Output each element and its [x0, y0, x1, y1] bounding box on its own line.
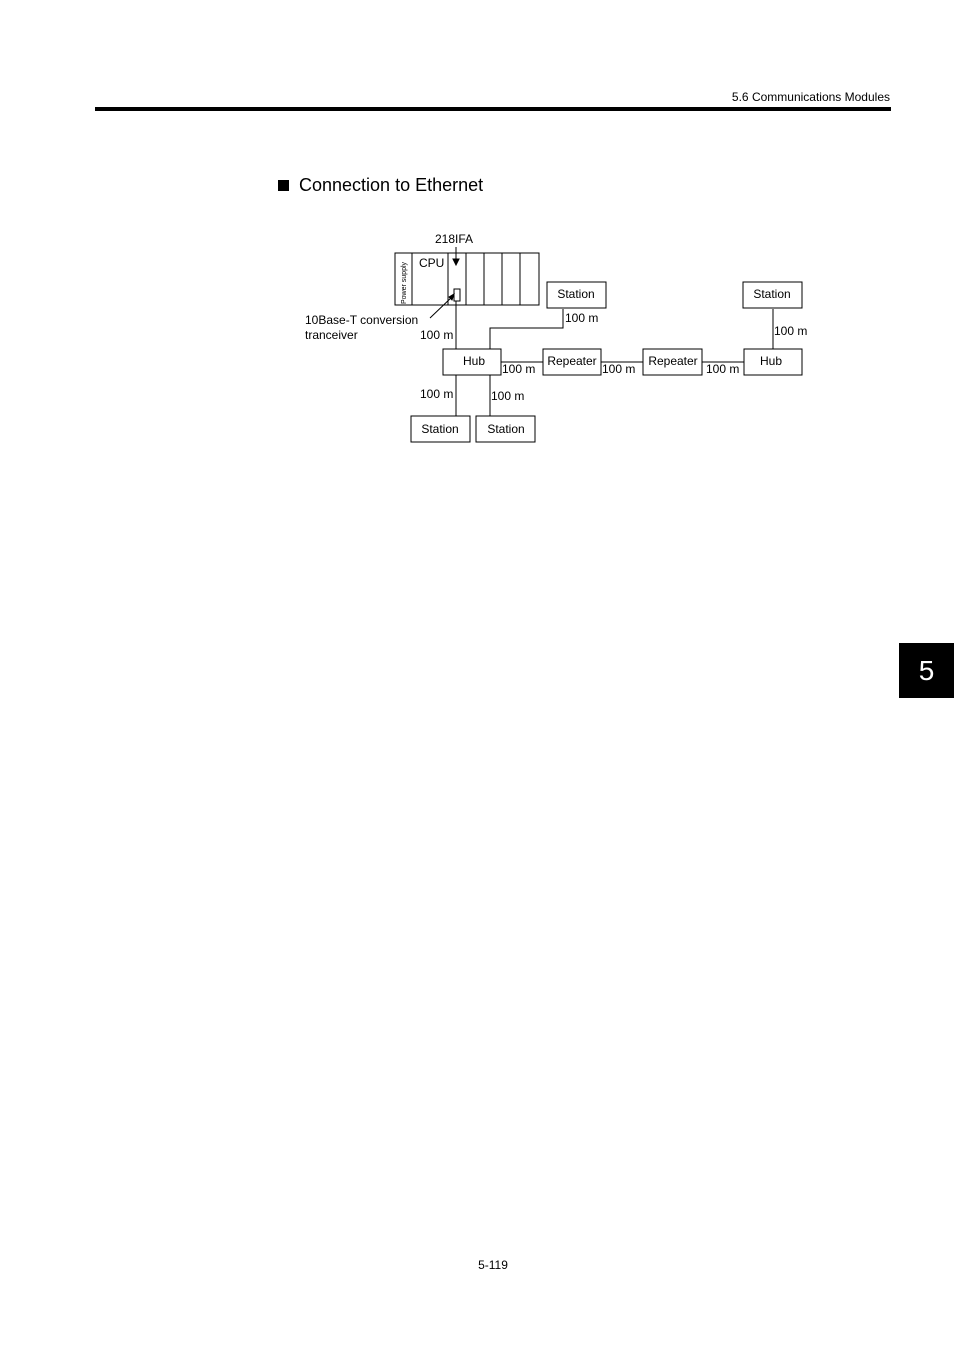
station-box: [475, 415, 536, 443]
distance-label: 100 m: [774, 324, 807, 338]
distance-label: 100 m: [420, 328, 453, 342]
plc-rack: [394, 252, 540, 306]
distance-label: 100 m: [706, 362, 739, 376]
power-supply-label: Power supply: [401, 261, 408, 304]
square-bullet-icon: [278, 180, 289, 191]
chapter-tab: 5: [899, 643, 954, 698]
station-box: [410, 415, 471, 443]
hub-label: Hub: [760, 354, 782, 368]
page-number: 5-119: [478, 1258, 508, 1272]
station-box: [742, 281, 803, 309]
distance-label: 100 m: [602, 362, 635, 376]
station-label: Station: [557, 287, 594, 301]
hub-label: Hub: [463, 354, 485, 368]
hub-box: [743, 348, 803, 376]
distance-label: 100 m: [502, 362, 535, 376]
section-title: Connection to Ethernet: [299, 175, 484, 195]
station-label: Station: [487, 422, 524, 436]
hub-box: [442, 348, 502, 376]
distance-label: 100 m: [491, 389, 524, 403]
cable-lines: [455, 301, 774, 416]
repeater-box: [642, 348, 703, 376]
cpu-label: CPU: [419, 256, 444, 270]
station-label: Station: [753, 287, 790, 301]
running-header: 5.6 Communications Modules: [731, 90, 890, 104]
transceiver-label-line2: tranceiver: [305, 328, 358, 342]
transceiver-label-line1: 10Base-T conversion: [305, 313, 418, 327]
distance-label: 100 m: [565, 311, 598, 325]
repeater-box: [542, 348, 602, 376]
station-box: [546, 281, 607, 309]
repeater-label: Repeater: [547, 354, 596, 368]
station-label: Station: [421, 422, 458, 436]
pointer-line: [429, 292, 455, 319]
transceiver-port: [453, 288, 461, 302]
header-rule: [95, 107, 891, 111]
distance-label: 100 m: [420, 387, 453, 401]
module-218ifa-label: 218IFA: [435, 232, 473, 246]
section-heading: Connection to Ethernet: [278, 175, 483, 196]
arrow-icon: [452, 247, 460, 267]
repeater-label: Repeater: [648, 354, 697, 368]
